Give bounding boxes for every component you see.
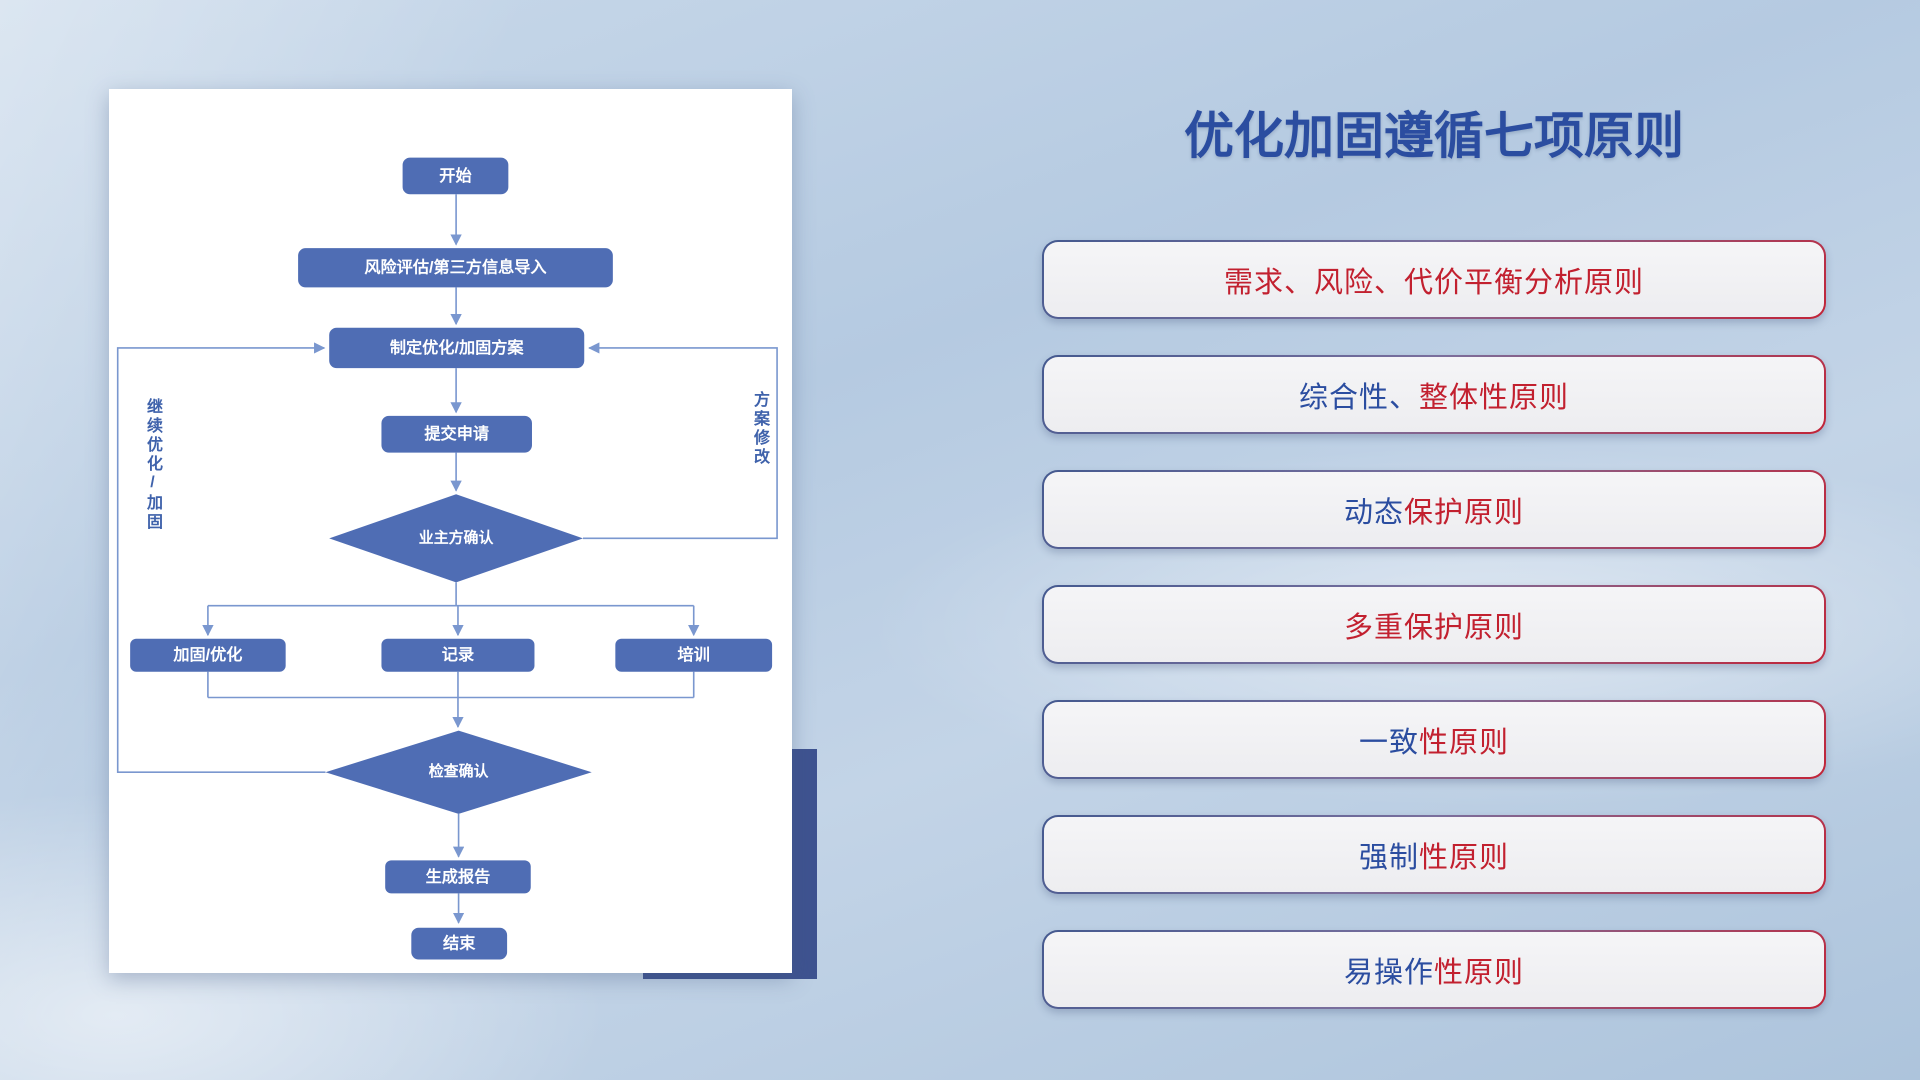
principle-4-text-red: 多重保护原则 xyxy=(1343,611,1524,644)
principle-item-2: 综合性、整体性原则 xyxy=(1042,355,1826,434)
flow-node-end-label: 结束 xyxy=(442,934,476,953)
flow-decision-owner-confirm: 业主方确认 xyxy=(329,494,583,583)
flow-node-reinforce: 加固/优化 xyxy=(130,638,286,672)
principle-5-text-red: 性原则 xyxy=(1419,726,1510,759)
principle-2-text-blue: 综合性、 xyxy=(1298,381,1419,414)
principles-list: 需求、风险、代价平衡分析原则 综合性、整体性原则 动态保护原则 多重保护原则 一… xyxy=(1042,240,1826,1009)
principle-6-text-blue: 强制 xyxy=(1358,841,1419,874)
flow-node-train: 培训 xyxy=(615,638,773,672)
flow-decision-check-confirm: 检查确认 xyxy=(325,730,592,814)
flow-node-submit: 提交申请 xyxy=(381,415,532,453)
flow-node-make-plan: 制定优化/加固方案 xyxy=(329,327,585,369)
flow-node-risk-import-label: 风险评估/第三方信息导入 xyxy=(364,258,546,277)
flow-node-submit-label: 提交申请 xyxy=(424,424,489,443)
flow-connectors xyxy=(116,194,778,924)
flow-decision-check-confirm-label: 检查确认 xyxy=(429,762,489,780)
flow-node-make-plan-label: 制定优化/加固方案 xyxy=(390,338,525,357)
flow-node-risk-import: 风险评估/第三方信息导入 xyxy=(298,248,613,288)
principle-item-3: 动态保护原则 xyxy=(1042,470,1826,549)
loop-label-continue-optimize: 继续优化/加固 xyxy=(144,398,161,532)
principle-3-text-red: 保护原则 xyxy=(1404,496,1525,529)
principle-5-text-blue: 一致 xyxy=(1358,726,1419,759)
principle-item-1: 需求、风险、代价平衡分析原则 xyxy=(1042,240,1826,319)
principle-1-text-red: 需求、风险、代价平衡分析原则 xyxy=(1223,266,1644,299)
flow-node-report: 生成报告 xyxy=(385,860,531,894)
page-title: 优化加固遵循七项原则 xyxy=(1184,108,1684,164)
flow-node-train-label: 培训 xyxy=(678,645,710,664)
flow-node-reinforce-label: 加固/优化 xyxy=(172,645,242,664)
principle-item-7: 易操作性原则 xyxy=(1042,930,1826,1009)
flow-node-record-label: 记录 xyxy=(442,646,474,664)
principle-2-text-red: 整体性原则 xyxy=(1419,381,1570,414)
flow-node-start-label: 开始 xyxy=(439,166,471,185)
flow-node-end: 结束 xyxy=(411,927,508,960)
principle-item-4: 多重保护原则 xyxy=(1042,585,1826,664)
principle-6-text-red: 性原则 xyxy=(1419,841,1510,874)
flow-node-report-label: 生成报告 xyxy=(426,867,491,886)
flow-decision-owner-confirm-label: 业主方确认 xyxy=(419,528,494,546)
principle-3-text-blue: 动态 xyxy=(1343,496,1404,529)
principle-7-text-blue: 易操作 xyxy=(1343,956,1434,989)
flowchart-card: 开始 风险评估/第三方信息导入 制定优化/加固方案 提交申请 业主方确认 加固/ xyxy=(109,89,792,973)
principle-item-6: 强制性原则 xyxy=(1042,815,1826,894)
flow-node-record: 记录 xyxy=(381,638,535,672)
loop-label-plan-modify: 方案修改 xyxy=(751,391,768,467)
flowchart: 开始 风险评估/第三方信息导入 制定优化/加固方案 提交申请 业主方确认 加固/ xyxy=(116,157,778,960)
flow-node-start: 开始 xyxy=(402,157,509,195)
principle-7-text-red: 性原则 xyxy=(1434,956,1525,989)
principle-item-5: 一致性原则 xyxy=(1042,700,1826,779)
